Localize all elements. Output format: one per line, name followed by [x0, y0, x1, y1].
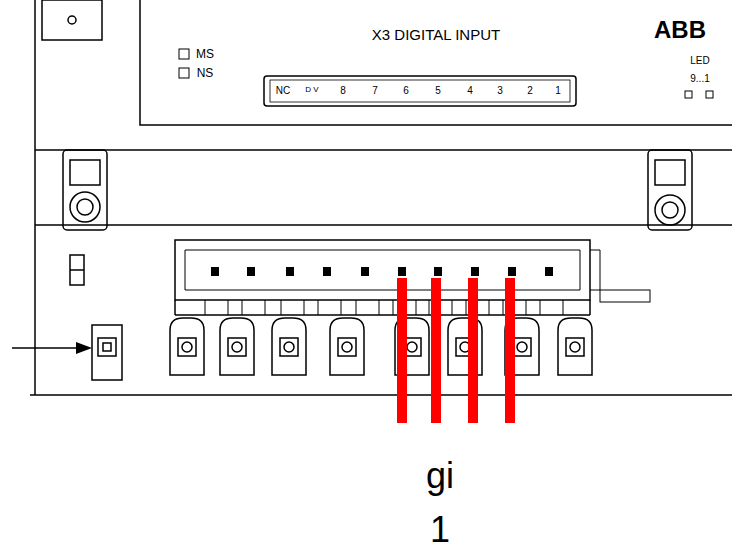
- module-title: X3 DIGITAL INPUT: [372, 27, 500, 42]
- pin-label: 2: [527, 86, 533, 96]
- pin-label: 1: [555, 86, 561, 96]
- pin-label: 8: [340, 86, 346, 96]
- pin-label: 4: [467, 86, 473, 96]
- pin-label: 7: [372, 86, 378, 96]
- pin-label: 3: [497, 86, 503, 96]
- pin-label: NC: [276, 86, 290, 96]
- pin-label: 5: [435, 86, 441, 96]
- led-label: LED: [690, 56, 709, 66]
- status-led-label: MS: [196, 48, 214, 60]
- brand-logo: ABB: [654, 18, 706, 42]
- pin-label: 6: [403, 86, 409, 96]
- note-text: gi: [426, 458, 454, 494]
- pin-label: D V: [305, 86, 318, 94]
- note-text: 1: [430, 512, 450, 548]
- led-label: 9...1: [690, 74, 709, 84]
- status-led-label: NS: [197, 67, 214, 79]
